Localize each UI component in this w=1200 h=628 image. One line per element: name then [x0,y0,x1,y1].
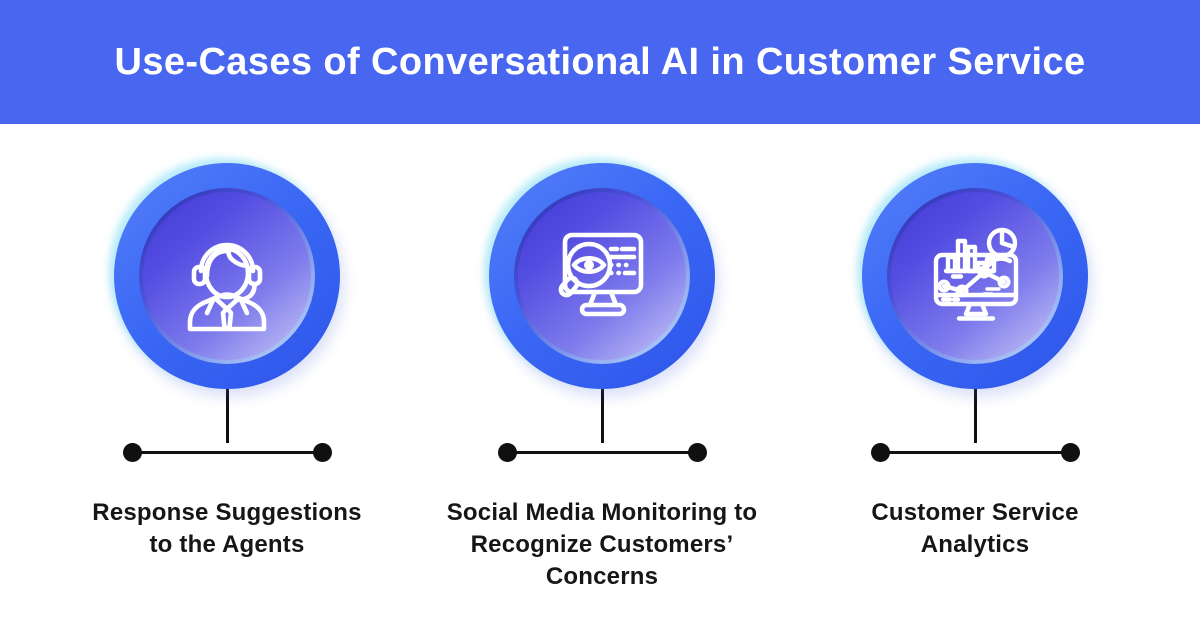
connector-dot-right [687,443,707,462]
label-line: Customer Service [871,499,1079,526]
connector-vertical-line [225,389,229,443]
label-line: Recognize Customers’ [470,531,734,558]
label-line: to the Agents [149,531,305,558]
use-case-badge-circle [114,163,340,389]
analytics-dashboard-icon [933,227,1019,321]
use-case-item-social-media-monitoring: Social Media Monitoring to Recognize Cus… [412,163,792,593]
label-line: Social Media Monitoring to [446,499,758,526]
use-case-badge-circle [862,163,1088,389]
connector-line [879,451,1071,454]
monitor-magnifier-eye-icon [558,232,644,317]
use-case-item-response-suggestions: Response Suggestions to the Agents [37,163,417,561]
label-line: Concerns [545,563,659,590]
connector-horizontal-line [122,443,332,462]
use-case-label: Social Media Monitoring to Recognize Cus… [447,497,758,593]
connector-vertical-line [600,389,604,443]
page-title: Use-Cases of Conversational AI in Custom… [114,40,1086,83]
connector-dot-right [1060,443,1080,462]
label-line: Response Suggestions [92,499,362,526]
badge-rim [139,188,315,364]
badge-rim [514,188,690,364]
badge-inner-circle [891,192,1059,360]
connector-line [131,451,323,454]
header-banner: Use-Cases of Conversational AI in Custom… [0,0,1200,124]
support-agent-headset-icon [187,242,267,332]
connector-horizontal-line [870,443,1080,462]
connector-horizontal-line [497,443,707,462]
connector-line [506,451,698,454]
use-case-label: Customer Service Analytics [871,497,1078,561]
badge-rim [887,188,1063,364]
badge-inner-circle [143,192,311,360]
badge-inner-circle [518,192,686,360]
connector-vertical-line [973,389,977,443]
label-line: Analytics [920,531,1030,558]
use-case-badge-circle [489,163,715,389]
use-case-item-customer-service-analytics: Customer Service Analytics [785,163,1165,561]
use-case-label: Response Suggestions to the Agents [92,497,361,561]
connector-dot-right [312,443,332,462]
